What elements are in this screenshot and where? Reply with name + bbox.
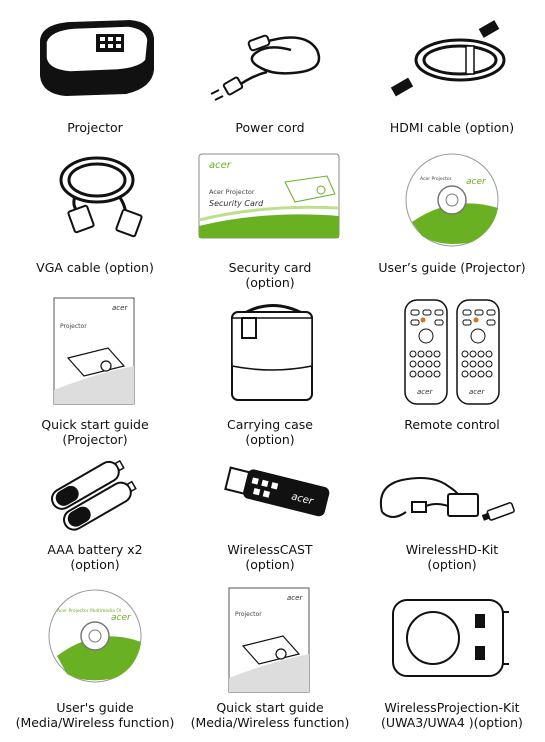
item-projector: Projector bbox=[5, 10, 185, 140]
caption-line1: AAA battery x2 bbox=[47, 542, 143, 557]
caption: Quick start guide (Media/Wireless functi… bbox=[180, 700, 360, 730]
acer-logo: acer bbox=[287, 594, 303, 602]
caption-line2: (Media/Wireless function) bbox=[190, 715, 350, 730]
caption-line2: (option) bbox=[427, 557, 477, 572]
battery-image bbox=[5, 456, 185, 536]
caption: Power cord bbox=[180, 120, 360, 135]
security-card-image: acer Acer Projector Security Card bbox=[180, 150, 360, 240]
acer-logo: acer bbox=[111, 613, 132, 623]
remote-control-image: acer acer bbox=[362, 296, 542, 408]
caption: HDMI cable (option) bbox=[362, 120, 542, 135]
booklet-image: acer Projector bbox=[180, 586, 360, 696]
item-remote-control: acer acer Remote control bbox=[362, 296, 542, 456]
caption: WirelessCAST (option) bbox=[180, 542, 360, 572]
cd-image: acer Acer Projector bbox=[362, 150, 542, 250]
caption: Security card (option) bbox=[180, 260, 360, 290]
caption-line1: Security card bbox=[228, 260, 312, 275]
item-wirelesshd-kit: WirelessHD-Kit (option) bbox=[362, 456, 542, 576]
caption: User's guide (Media/Wireless function) bbox=[5, 700, 185, 730]
usb-dongle-image bbox=[362, 586, 542, 686]
caption-line2: (UWA3/UWA4 )(option) bbox=[381, 715, 523, 730]
acer-logo: acer bbox=[469, 388, 485, 396]
hdmi-cable-image bbox=[362, 10, 542, 105]
caption-line1: HDMI cable (option) bbox=[389, 120, 515, 135]
caption-line1: Carrying case bbox=[227, 417, 313, 432]
item-aaa-battery: AAA battery x2 (option) bbox=[5, 456, 185, 576]
svg-text:Acer Projector: Acer Projector bbox=[209, 188, 255, 196]
acer-logo: acer bbox=[466, 177, 487, 187]
caption: Carrying case (option) bbox=[180, 417, 360, 447]
cd-image: acer Acer Projector Multimedia OI bbox=[5, 586, 185, 686]
caption: Quick start guide (Projector) bbox=[5, 417, 185, 447]
svg-text:Security Card: Security Card bbox=[209, 199, 264, 208]
caption-line2: (option) bbox=[245, 275, 295, 290]
item-carrying-case: Carrying case (option) bbox=[180, 296, 360, 456]
acer-logo: acer bbox=[290, 491, 315, 507]
caption-line2: (Projector) bbox=[62, 432, 128, 447]
booklet-image: acer Projector bbox=[5, 296, 185, 408]
item-users-guide-media: acer Acer Projector Multimedia OI User's… bbox=[5, 586, 185, 736]
projector-image bbox=[5, 10, 185, 105]
caption-line1: WirelessHD-Kit bbox=[405, 542, 499, 557]
svg-text:Projector: Projector bbox=[60, 323, 87, 330]
caption: Projector bbox=[5, 120, 185, 135]
caption-line1: WirelessProjection-Kit bbox=[384, 700, 520, 715]
caption-line1: Quick start guide bbox=[216, 700, 324, 715]
acer-logo: acer bbox=[112, 304, 128, 312]
caption-line1: VGA cable (option) bbox=[36, 260, 154, 275]
item-vga-cable: VGA cable (option) bbox=[5, 150, 185, 290]
wirelesshd-kit-image bbox=[362, 456, 542, 536]
caption: Remote control bbox=[362, 417, 542, 432]
item-power-cord: Power cord bbox=[180, 10, 360, 140]
caption-line1: User’s guide (Projector) bbox=[378, 260, 526, 275]
item-security-card: acer Acer Projector Security Card Securi… bbox=[180, 150, 360, 290]
item-wirelessprojection-kit: WirelessProjection-Kit (UWA3/UWA4 )(opti… bbox=[362, 586, 542, 736]
item-users-guide-projector: acer Acer Projector User’s guide (Projec… bbox=[362, 150, 542, 290]
item-quick-start-media: acer Projector Quick start guide (Media/… bbox=[180, 586, 360, 736]
caption-line1: Remote control bbox=[404, 417, 500, 432]
acer-logo: acer bbox=[209, 160, 232, 171]
svg-text:Acer Projector Multimedia OI: Acer Projector Multimedia OI bbox=[57, 608, 121, 614]
caption-line2: (option) bbox=[245, 432, 295, 447]
carrying-case-image bbox=[180, 296, 360, 408]
vga-cable-image bbox=[5, 150, 185, 240]
caption: AAA battery x2 (option) bbox=[5, 542, 185, 572]
power-cord-image bbox=[180, 10, 360, 105]
caption-line2: (option) bbox=[70, 557, 120, 572]
acer-logo: acer bbox=[417, 388, 433, 396]
caption: WirelessHD-Kit (option) bbox=[362, 542, 542, 572]
caption-line1: Quick start guide bbox=[41, 417, 149, 432]
caption-line1: Projector bbox=[67, 120, 123, 135]
caption: VGA cable (option) bbox=[5, 260, 185, 275]
caption-line2: (Media/Wireless function) bbox=[15, 715, 175, 730]
item-quick-start-projector: acer Projector Quick start guide (Projec… bbox=[5, 296, 185, 456]
caption-line2: (option) bbox=[245, 557, 295, 572]
caption: WirelessProjection-Kit (UWA3/UWA4 )(opti… bbox=[362, 700, 542, 730]
caption-line1: WirelessCAST bbox=[227, 542, 313, 557]
caption-line1: Power cord bbox=[235, 120, 305, 135]
item-hdmi-cable: HDMI cable (option) bbox=[362, 10, 542, 140]
caption-line1: User's guide bbox=[56, 700, 134, 715]
wirelesscast-dongle-image: acer bbox=[180, 456, 360, 536]
svg-text:Projector: Projector bbox=[235, 611, 262, 618]
item-wirelesscast: acer WirelessCAST (option) bbox=[180, 456, 360, 576]
caption: User’s guide (Projector) bbox=[362, 260, 542, 275]
svg-text:Acer Projector: Acer Projector bbox=[420, 176, 452, 182]
